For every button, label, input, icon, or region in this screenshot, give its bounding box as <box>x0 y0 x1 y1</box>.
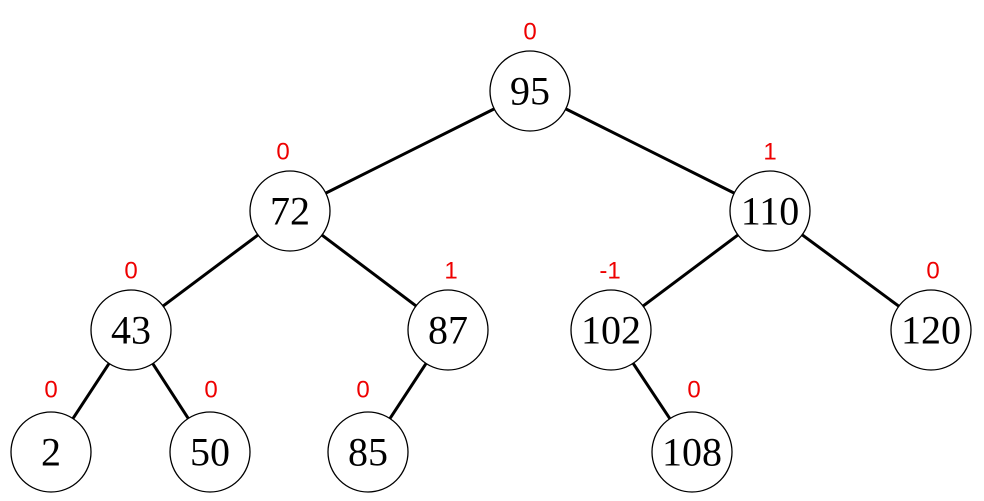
tree-node-120: 120 <box>890 289 972 371</box>
node-key: 85 <box>348 430 388 475</box>
node-key: 2 <box>41 430 61 475</box>
edge-n95-n110 <box>565 107 735 195</box>
tree-node-43: 43 <box>90 289 172 371</box>
edge-n87-n85 <box>388 362 428 420</box>
node-circle <box>651 411 733 493</box>
node-key: 50 <box>190 430 230 475</box>
node-circle <box>407 289 489 371</box>
node-key: 110 <box>741 189 800 234</box>
edge-n95-n72 <box>325 107 495 195</box>
balance-factor-102: -1 <box>599 258 620 285</box>
node-key: 120 <box>901 308 961 353</box>
tree-node-2: 2 <box>10 411 92 493</box>
edge-n43-n50 <box>151 362 190 420</box>
tree-node-108: 108 <box>651 411 733 493</box>
balance-factor-120: 0 <box>926 258 939 285</box>
balance-factor-50: 0 <box>204 377 217 404</box>
tree-node-50: 50 <box>169 411 251 493</box>
edge-n110-n102 <box>642 233 739 308</box>
node-key: 95 <box>510 69 550 114</box>
balance-factor-110: 1 <box>763 139 776 166</box>
edge-n72-n43 <box>162 233 259 308</box>
node-key: 43 <box>111 308 151 353</box>
node-circle <box>890 289 972 371</box>
node-circle <box>489 50 571 132</box>
node-circle <box>570 289 652 371</box>
balance-factor-72: 0 <box>276 139 289 166</box>
edge-n72-n87 <box>321 233 417 308</box>
node-circle <box>169 411 251 493</box>
node-key: 102 <box>581 308 641 353</box>
edge-n102-n108 <box>631 362 672 420</box>
balance-factor-85: 0 <box>356 377 369 404</box>
balance-factor-108: 0 <box>687 377 700 404</box>
tree-node-102: 102 <box>570 289 652 371</box>
balance-factor-43: 0 <box>124 258 137 285</box>
balance-factor-2: 0 <box>44 377 57 404</box>
tree-node-110: 110 <box>729 170 811 252</box>
node-circle <box>90 289 172 371</box>
edges-layer <box>71 107 900 420</box>
node-key: 72 <box>270 189 310 234</box>
node-circle <box>249 170 331 252</box>
balance-factor-87: 1 <box>444 258 457 285</box>
edge-n110-n120 <box>801 233 900 308</box>
edge-n43-n2 <box>71 362 111 420</box>
balance-labels-layer: 0 0 1 0 1 -1 0 0 0 0 0 <box>44 19 939 404</box>
tree-node-72: 72 <box>249 170 331 252</box>
node-key: 87 <box>428 308 468 353</box>
node-key: 108 <box>662 430 722 475</box>
balance-factor-95: 0 <box>523 19 536 46</box>
node-circle <box>10 411 92 493</box>
tree-node-95: 95 <box>489 50 571 132</box>
tree-node-87: 87 <box>407 289 489 371</box>
node-circle <box>729 170 811 252</box>
node-circle <box>327 411 409 493</box>
tree-node-85: 85 <box>327 411 409 493</box>
